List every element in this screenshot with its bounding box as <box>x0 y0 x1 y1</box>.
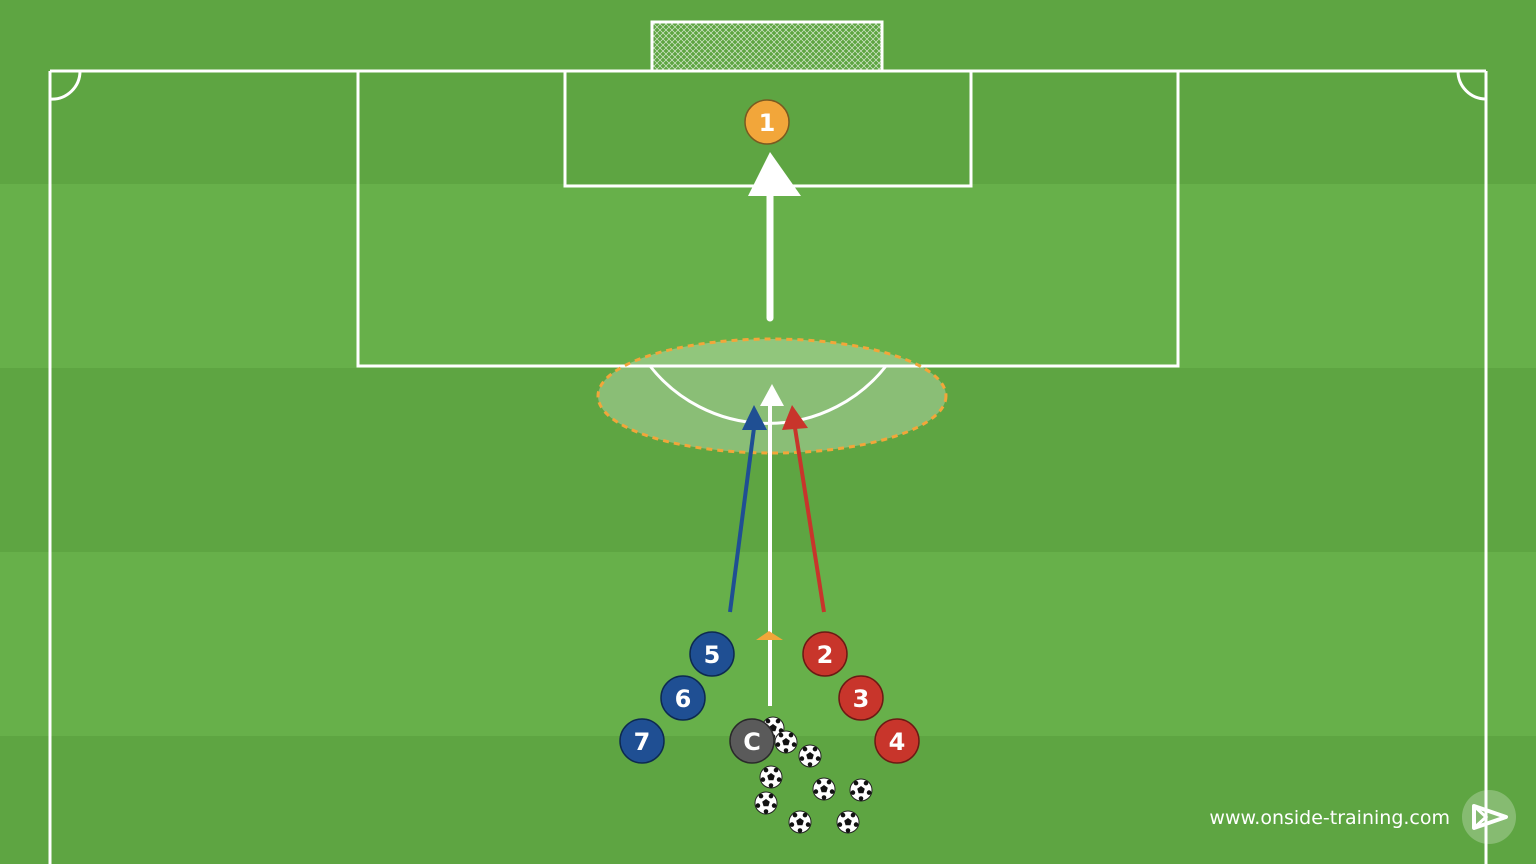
soccer-ball <box>788 810 812 834</box>
soccer-ball <box>849 778 873 802</box>
red-run-arrow <box>782 405 826 613</box>
soccer-ball <box>759 765 783 789</box>
cone-marker <box>756 631 783 640</box>
player-red-2: 2 <box>802 631 848 677</box>
pass-arrow <box>760 384 784 706</box>
goal <box>650 20 884 73</box>
soccer-ball <box>754 791 778 815</box>
corner-arc-left <box>49 70 82 101</box>
svg-text:C: C <box>743 728 761 756</box>
svg-text:6: 6 <box>675 685 692 713</box>
svg-text:2: 2 <box>817 641 834 669</box>
blue-team: 5 6 7 <box>619 631 735 764</box>
svg-text:1: 1 <box>759 109 776 137</box>
svg-text:7: 7 <box>634 728 651 756</box>
pitch-lines <box>48 69 1488 864</box>
soccer-ball <box>774 730 798 754</box>
player-blue-5: 5 <box>689 631 735 677</box>
soccer-ball <box>798 744 822 768</box>
coach: C <box>729 718 775 764</box>
svg-text:3: 3 <box>853 685 870 713</box>
player-blue-6: 6 <box>660 675 706 721</box>
svg-text:4: 4 <box>889 728 906 756</box>
player-goalkeeper: 1 <box>744 99 790 145</box>
player-red-4: 4 <box>874 718 920 764</box>
player-red-3: 3 <box>838 675 884 721</box>
ball-pile <box>754 716 873 834</box>
soccer-ball <box>836 810 860 834</box>
soccer-ball <box>812 777 836 801</box>
shot-arrow <box>748 152 801 322</box>
onside-logo-icon[interactable] <box>1462 790 1516 844</box>
corner-arc-right <box>1456 70 1487 101</box>
website-link[interactable]: www.onside-training.com <box>1209 807 1450 829</box>
red-team: 2 3 4 <box>802 631 920 764</box>
svg-text:5: 5 <box>704 641 721 669</box>
player-blue-7: 7 <box>619 718 665 764</box>
blue-run-arrow <box>728 405 767 613</box>
